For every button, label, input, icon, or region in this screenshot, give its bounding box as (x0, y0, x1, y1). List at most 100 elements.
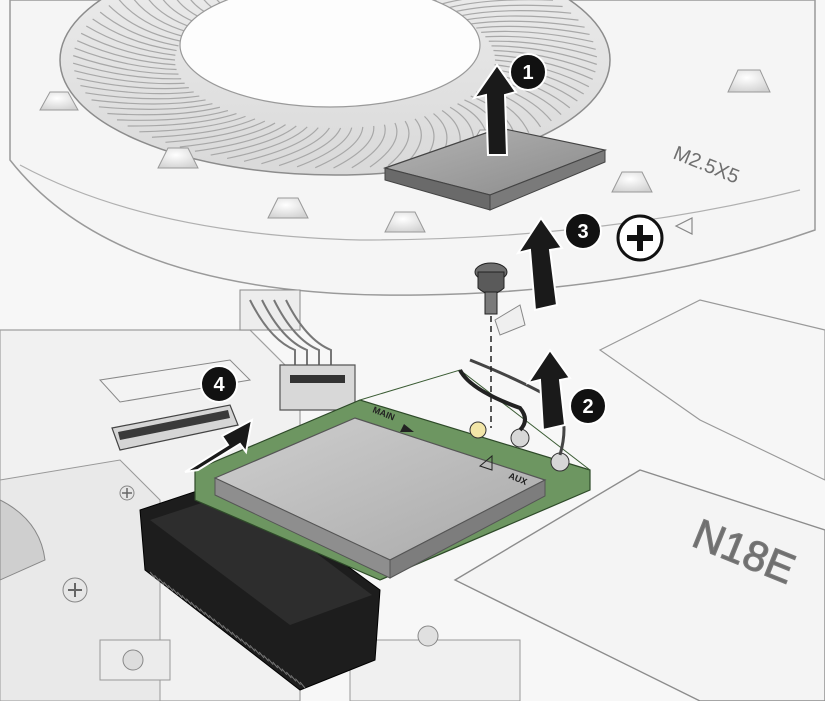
fan-blade (243, 127, 319, 162)
socket-pin (299, 681, 306, 689)
callout-1-label: 1 (522, 62, 533, 84)
socket-pin (222, 625, 229, 632)
fan-blade (278, 127, 342, 167)
fan-blade (85, 25, 176, 56)
fan-blade (118, 0, 185, 38)
fan-blade (449, 4, 563, 14)
socket-pin (204, 611, 210, 619)
fan-blade (470, 20, 585, 28)
socket-pin (149, 571, 156, 579)
socket-pin (285, 671, 292, 679)
callout-3-label: 3 (577, 221, 588, 243)
fan-blade (74, 47, 177, 71)
socket-pin (199, 608, 206, 615)
socket-pin (295, 678, 301, 685)
fan-blade (74, 70, 185, 85)
socket-pin (181, 595, 188, 602)
alignment-triangle-icon (674, 217, 693, 235)
wlan-screw (474, 262, 526, 428)
fan-blade (165, 120, 266, 143)
socket-pin (272, 661, 279, 669)
fan-blade (108, 5, 182, 42)
fan-blade (107, 106, 221, 116)
socket-pin (231, 631, 238, 639)
socket-pin (258, 651, 265, 659)
main-antenna-cable (458, 368, 527, 432)
fan-blade (493, 49, 596, 73)
socket-pin (281, 668, 288, 675)
arrow-step-1 (471, 63, 518, 156)
fan-blade (494, 54, 594, 80)
fan-blade (73, 55, 179, 75)
socket-pin (235, 635, 242, 642)
callout-2-label: 2 (582, 396, 593, 418)
aux-antenna-connector (550, 452, 570, 472)
fan-blade (351, 124, 386, 169)
fan-blade (457, 10, 572, 17)
callout-4-label: 4 (213, 374, 225, 396)
fan-blade (441, 0, 554, 11)
socket-pin (154, 575, 160, 582)
fan-blade (485, 35, 596, 50)
callout-1: 1 (509, 53, 547, 91)
socket-pin (176, 591, 183, 599)
fan-housing (9, 0, 816, 296)
fan-blade (261, 127, 330, 165)
fan-blade (369, 122, 398, 168)
fan-blade (491, 45, 597, 65)
socket-pin (249, 645, 256, 652)
fan-blade (99, 11, 179, 47)
socket-pin (263, 655, 270, 662)
socket-pin (276, 665, 283, 672)
wlan-card: MAIN AUX (194, 369, 591, 581)
socket-pin (195, 605, 201, 612)
fan-blade (179, 122, 276, 148)
socket-pin (213, 618, 220, 625)
fan-blade (210, 125, 297, 156)
fan-blade (133, 0, 189, 33)
fan-blade (226, 126, 308, 160)
fan-blade (98, 103, 213, 110)
socket-pin (267, 658, 274, 665)
fan-blade (387, 120, 410, 167)
socket-pin (290, 675, 297, 682)
callout-2: 2 (569, 387, 607, 425)
fan-blade (72, 62, 182, 80)
socket-pin (245, 641, 251, 649)
fan-blade (148, 0, 194, 29)
fan-blade (80, 32, 176, 61)
socket-pin (226, 628, 233, 635)
fan-blade (85, 92, 200, 100)
socket-pin (208, 615, 215, 622)
card-screw-hole (469, 421, 487, 439)
thermal-pad (382, 127, 608, 211)
right-board: N18E (453, 299, 825, 701)
fan-blade (488, 40, 598, 58)
fan-blade (91, 99, 206, 105)
fan-blade (151, 118, 256, 138)
arrows (184, 63, 572, 473)
callout-3: 3 (564, 212, 602, 250)
fan-blade (296, 127, 353, 168)
fan-blade (194, 124, 286, 152)
fan-blade (476, 25, 590, 36)
callout-4: 4 (200, 365, 238, 403)
fan-connector (279, 364, 356, 411)
fan-blade (76, 77, 189, 90)
socket-pin (163, 581, 170, 589)
socket-pin (254, 648, 260, 655)
phillips-screwdriver-icon (616, 214, 664, 262)
fan-blade (76, 40, 176, 66)
socket-pin (190, 601, 197, 609)
socket-pin (217, 621, 224, 629)
socket-pin (240, 638, 247, 645)
fan-blade (116, 109, 229, 121)
socket-pin (185, 598, 192, 605)
fan-blade (139, 115, 246, 133)
fan-blade (92, 18, 177, 52)
arrow-step-2 (525, 348, 572, 432)
socket-pin (167, 585, 174, 592)
socket-pin (158, 578, 165, 585)
fan-blade (80, 84, 194, 95)
